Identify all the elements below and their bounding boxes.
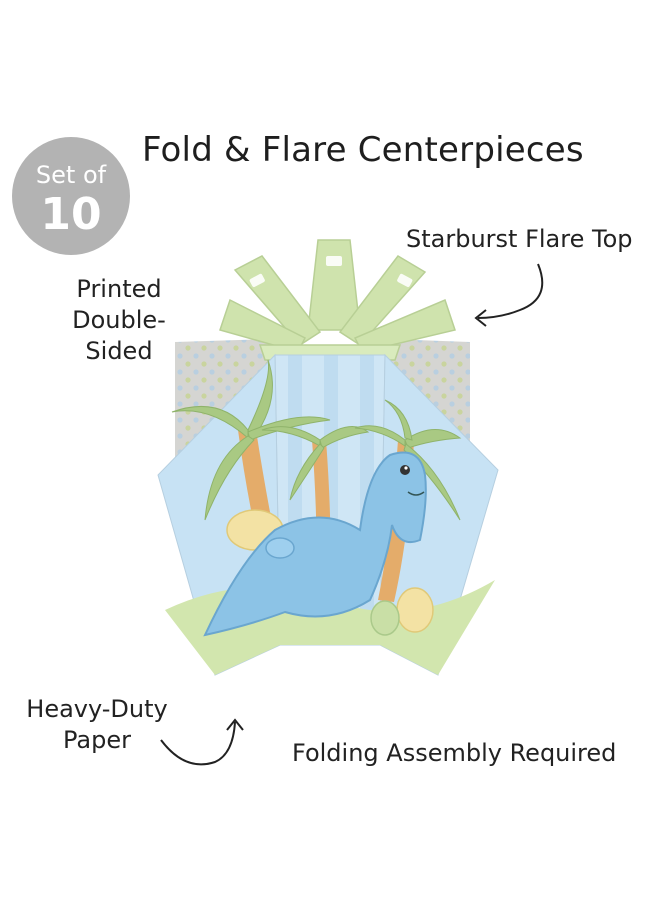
set-count-badge: Set of 10	[12, 137, 130, 255]
callout-printed-line2: Double-Sided	[72, 306, 166, 366]
badge-count: 10	[40, 189, 102, 240]
callout-heavy-line1: Heavy-Duty	[26, 695, 168, 723]
arrow-heavy-duty-icon	[160, 718, 244, 766]
callout-printed: Printed Double-Sided	[44, 274, 194, 368]
dinosaur	[203, 451, 434, 637]
badge-set-of: Set of	[35, 161, 107, 189]
callout-heavy-line2: Paper	[63, 726, 131, 755]
callout-printed-line1: Printed	[76, 275, 162, 303]
arrow-starburst-icon	[474, 263, 544, 327]
callout-folding: Folding Assembly Required	[292, 739, 617, 767]
callout-starburst: Starburst Flare Top	[406, 225, 633, 253]
page-title: Fold & Flare Centerpieces	[142, 130, 584, 170]
callout-heavy-duty: Heavy-Duty Paper	[14, 694, 180, 756]
